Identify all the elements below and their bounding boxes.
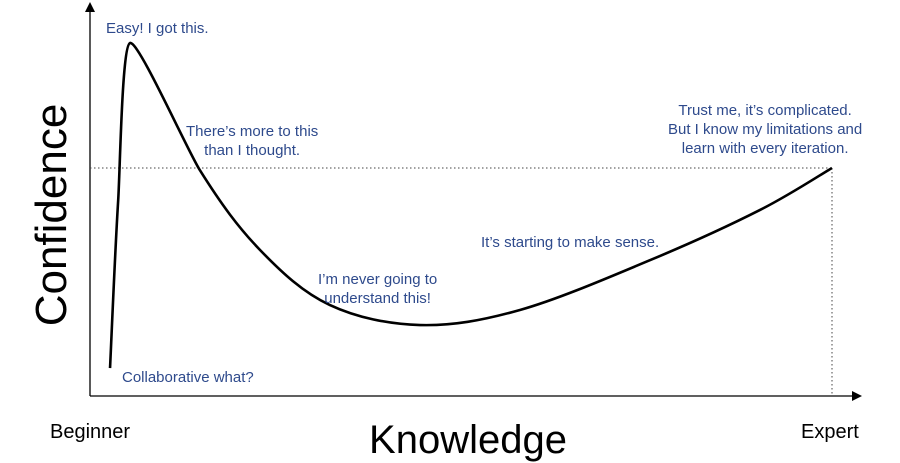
annotation-rise: It’s starting to make sense. (481, 234, 660, 251)
annotation-line: Trust me, it’s complicated. (678, 102, 852, 119)
annotation-line: than I thought. (204, 142, 301, 159)
annotation-valley: I’m never going to understand this! (318, 270, 437, 308)
annotation-line: There’s more to this (186, 123, 319, 140)
confidence-curve (108, 41, 833, 369)
y-axis-label: Confidence (27, 103, 76, 327)
annotation-decline: There’s more to this than I thought. (186, 122, 318, 160)
x-axis-label: Knowledge (369, 418, 567, 462)
annotation-expert: Trust me, it’s complicated. But I know m… (668, 101, 862, 158)
x-tick-expert: Expert (801, 421, 859, 443)
annotation-line: But I know my limitations and (668, 121, 863, 138)
annotation-line: learn with every iteration. (681, 140, 849, 157)
annotation-line: understand this! (324, 290, 431, 307)
x-tick-beginner: Beginner (50, 421, 131, 443)
annotation-start: Collaborative what? (122, 369, 254, 386)
annotation-peak: Easy! I got this. (106, 20, 209, 37)
chart-canvas (85, 2, 862, 401)
annotation-line: I’m never going to (318, 271, 438, 288)
